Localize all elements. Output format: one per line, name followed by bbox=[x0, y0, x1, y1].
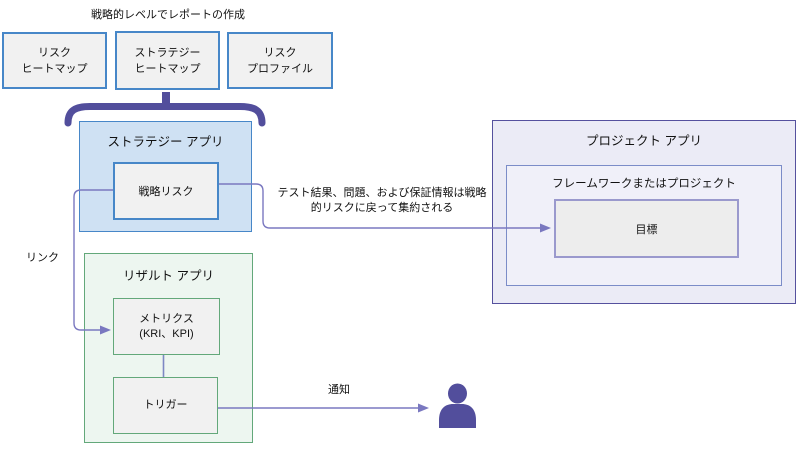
diagram-title: 戦略的レベルでレポートの作成 bbox=[91, 9, 245, 21]
report-box-label-line2: ヒートマップ bbox=[134, 62, 201, 75]
link-label: リンク bbox=[26, 252, 59, 264]
objective-label: 目標 bbox=[635, 223, 658, 236]
result-app-title: リザルト アプリ bbox=[123, 269, 214, 283]
report-box-label-line1: リスク bbox=[38, 46, 71, 59]
metrics-label-line1: メトリクス bbox=[139, 312, 194, 325]
project-app-title: プロジェクト アプリ bbox=[586, 134, 702, 148]
aggregate-note: テスト結果、問題、および保証情報は戦略 的リスクに戻って集約される bbox=[268, 186, 496, 215]
aggregate-note-line2: 的リスクに戻って集約される bbox=[310, 201, 454, 214]
trigger-label: トリガー bbox=[143, 399, 188, 411]
report-box-risk-heatmap: リスク ヒートマップ bbox=[2, 32, 107, 89]
report-box-label-line2: プロファイル bbox=[247, 62, 313, 75]
strategic-risk-label: 戦略リスク bbox=[138, 186, 194, 198]
curly-brace-icon bbox=[64, 92, 266, 127]
strategy-app-title: ストラテジー アプリ bbox=[107, 135, 224, 149]
metrics-label-line2: (KRI、KPI) bbox=[139, 327, 194, 340]
metrics-box: メトリクス (KRI、KPI) bbox=[113, 298, 220, 355]
person-icon bbox=[439, 383, 476, 428]
report-box-risk-profile: リスク プロファイル bbox=[227, 32, 333, 89]
objective-box: 目標 bbox=[554, 199, 739, 258]
trigger-box: トリガー bbox=[113, 377, 218, 434]
report-box-label-line2: ヒートマップ bbox=[21, 62, 88, 75]
report-box-label-line1: ストラテジー bbox=[134, 46, 201, 59]
arrowhead bbox=[418, 403, 429, 413]
strategic-risk-box: 戦略リスク bbox=[113, 162, 219, 220]
aggregate-note-line1: テスト結果、問題、および保証情報は戦略 bbox=[277, 187, 487, 199]
report-box-label-line1: リスク bbox=[263, 46, 297, 59]
framework-label: フレームワークまたはプロジェクト bbox=[552, 178, 736, 190]
report-box-strategy-heatmap: ストラテジー ヒートマップ bbox=[115, 31, 220, 90]
notify-label: 通知 bbox=[328, 384, 350, 396]
